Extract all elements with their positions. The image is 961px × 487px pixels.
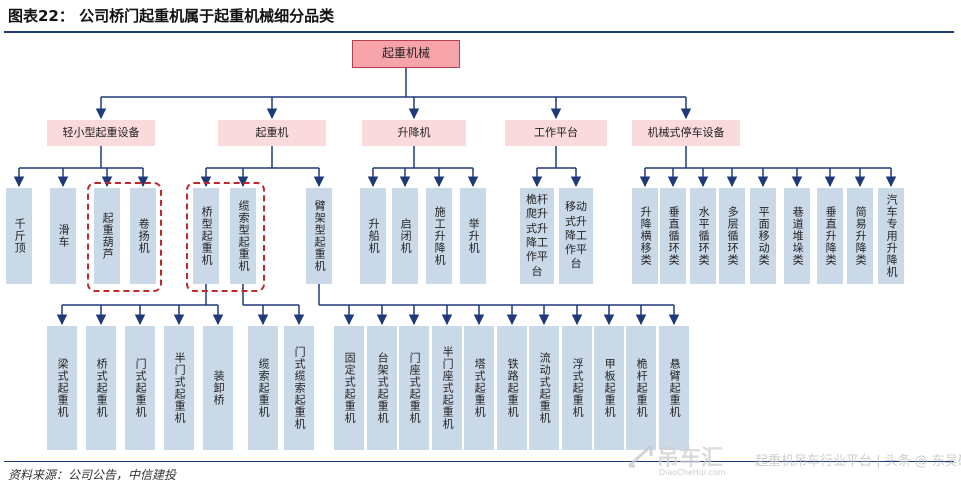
header-rule (4, 31, 954, 33)
crane-type-node: 甲板起重机 (594, 326, 624, 450)
root-node: 起重机械 (352, 40, 460, 68)
subcategory-node: 桅杆爬升式升降工作平台 (520, 188, 554, 284)
subcategory-node: 升船机 (360, 188, 386, 284)
subcategory-node: 桥型起重机 (193, 188, 219, 284)
crane-type-node: 塔式起重机 (464, 326, 494, 450)
crane-type-node: 缆索起重机 (248, 326, 278, 450)
watermark-tagline: 起重机吊车行业平台 | 头条 @ 东吴研库 (755, 454, 961, 469)
subcategory-node: 多层循环类 (719, 188, 745, 284)
crane-type-node: 悬臂起重机 (659, 326, 689, 450)
subcategory-node: 启闭机 (392, 188, 418, 284)
header: 图表22： 公司桥门起重机属于起重机械细分品类 (0, 0, 961, 33)
crane-type-node: 梁式起重机 (47, 326, 77, 450)
watermark: 吊车汇 DiaoCheHui.com 起重机吊车行业平台 | 头条 @ 东吴研库 (625, 440, 961, 480)
subcategory-node: 起重葫芦 (94, 188, 120, 284)
crane-type-node: 门式起重机 (125, 326, 155, 450)
crane-type-node: 门座式起重机 (399, 326, 429, 450)
subcategory-node: 水平循环类 (690, 188, 716, 284)
subcategory-node: 升降横移类 (632, 188, 658, 284)
category-node: 起重机 (218, 120, 326, 146)
crane-type-node: 桅杆起重机 (626, 326, 656, 450)
crane-type-node: 台架式起重机 (367, 326, 397, 450)
crane-type-node: 浮式起重机 (562, 326, 592, 450)
category-node: 轻小型起重设备 (47, 120, 155, 146)
watermark-brand: 吊车汇 (657, 446, 724, 471)
subcategory-node: 缆索型起重机 (230, 188, 256, 284)
crane-type-node: 流动式起重机 (529, 326, 559, 450)
figure-title: 图表22： 公司桥门起重机属于起重机械细分品类 (8, 7, 335, 25)
crane-type-node: 半门式起重机 (164, 326, 194, 450)
subcategory-node: 巷道堆垛类 (784, 188, 810, 284)
source-note: 资料来源：公司公告，中信建投 (8, 468, 177, 482)
subcategory-node: 平面移动类 (750, 188, 776, 284)
category-node: 工作平台 (505, 120, 607, 146)
subcategory-node: 垂直循环类 (660, 188, 686, 284)
crane-logo-icon (627, 444, 653, 468)
subcategory-node: 垂直升降类 (817, 188, 843, 284)
watermark-url: DiaoCheHui.com (659, 468, 726, 477)
subcategory-node: 移动式升降工作平台 (559, 188, 593, 284)
highlight-bridge-cable-cranes (186, 182, 265, 292)
footer-rule (4, 461, 954, 462)
crane-type-node: 铁路起重机 (497, 326, 527, 450)
subcategory-node: 汽车专用升降机 (878, 188, 904, 284)
subcategory-node: 施工升降机 (426, 188, 452, 284)
subcategory-node: 滑车 (50, 188, 76, 284)
subcategory-node: 卷扬机 (130, 188, 156, 284)
subcategory-node: 举升机 (460, 188, 486, 284)
highlight-lifting-devices (87, 182, 162, 292)
crane-type-node: 半门座式起重机 (432, 326, 462, 450)
crane-type-node: 桥式起重机 (86, 326, 116, 450)
crane-type-node: 装卸桥 (203, 326, 233, 450)
connector-lines (13, 68, 897, 326)
subcategory-node: 臂架型起重机 (306, 188, 332, 284)
subcategory-node: 千斤顶 (6, 188, 32, 284)
category-node: 机械式停车设备 (632, 120, 740, 146)
subcategory-node: 简易升降类 (847, 188, 873, 284)
crane-type-node: 门式缆索起重机 (284, 326, 314, 450)
crane-type-node: 固定式起重机 (334, 326, 364, 450)
category-node: 升降机 (362, 120, 466, 146)
